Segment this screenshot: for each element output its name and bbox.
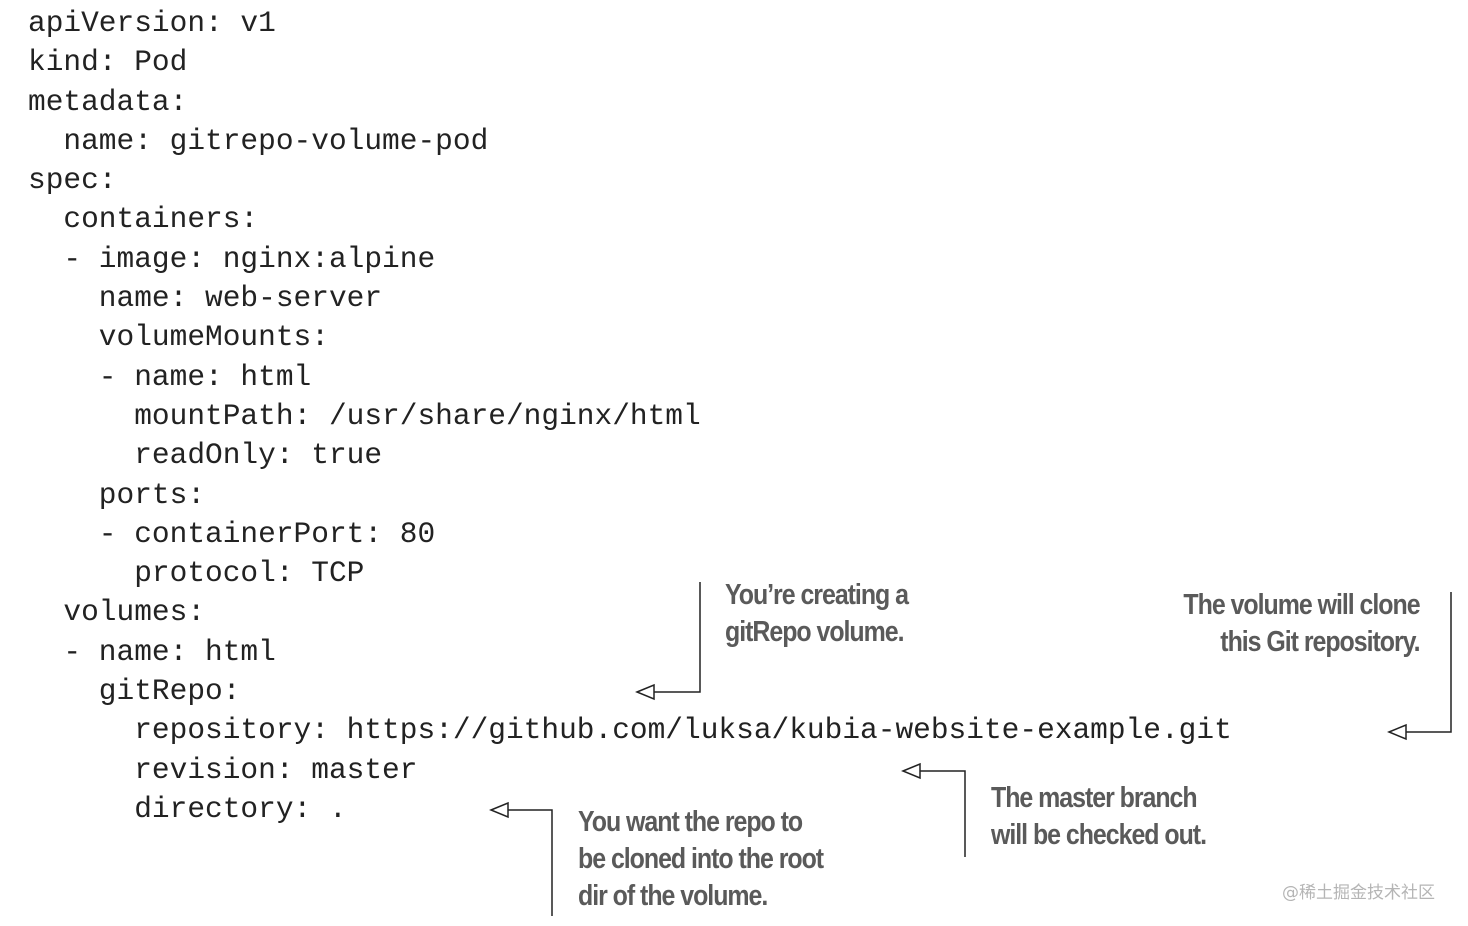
code-line: spec: (28, 163, 117, 198)
callout-line-revision (920, 770, 966, 857)
code-line: kind: Pod (28, 45, 188, 80)
annotation-line: will be checked out. (991, 819, 1207, 851)
code-line: - name: html (28, 634, 276, 669)
code-line: - name: html (28, 359, 312, 394)
annotation-directory: You want the repo to be cloned into the … (578, 804, 824, 915)
code-line: volumeMounts: (28, 320, 329, 355)
code-line: repository: https://github.com/luksa/kub… (28, 713, 1232, 748)
arrowhead-directory-icon (489, 801, 509, 819)
callout-line-repository (1406, 592, 1452, 733)
annotation-line: You want the repo to (578, 806, 803, 838)
code-line: protocol: TCP (28, 556, 365, 591)
code-line: containers: (28, 202, 259, 237)
code-line: - image: nginx:alpine (28, 241, 436, 276)
annotation-line: be cloned into the root (578, 843, 824, 875)
annotation-line: You’re creating a (725, 579, 909, 611)
annotation-gitrepo-volume: You’re creating a gitRepo volume. (725, 577, 909, 651)
code-line: gitRepo: (28, 674, 241, 709)
arrowhead-revision-icon (901, 762, 921, 780)
yaml-code-block: apiVersion: v1 kind: Pod metadata: name: g… (28, 4, 1232, 829)
code-line: - containerPort: 80 (28, 516, 436, 551)
code-line: name: gitrepo-volume-pod (28, 123, 489, 158)
code-line: apiVersion: v1 (28, 6, 276, 40)
code-line: readOnly: true (28, 438, 383, 473)
arrowhead-repository-icon (1387, 723, 1407, 741)
annotation-line: dir of the volume. (578, 880, 768, 912)
arrowhead-gitrepo-icon (635, 683, 655, 701)
annotation-line: this Git repository. (1220, 626, 1421, 658)
code-line: volumes: (28, 595, 206, 630)
callout-line-gitrepo (654, 582, 701, 693)
code-line: name: web-server (28, 281, 383, 316)
code-line: directory: . (28, 791, 347, 826)
callout-line-directory (508, 809, 553, 916)
annotation-repository: The volume will clone this Git repositor… (1183, 587, 1421, 661)
annotation-line: The master branch (991, 782, 1198, 814)
annotation-line: gitRepo volume. (725, 616, 905, 648)
annotation-line: The volume will clone (1183, 589, 1421, 621)
watermark: @稀土掘金技术社区 (1282, 883, 1435, 903)
code-line: revision: master (28, 752, 418, 787)
annotation-revision: The master branch will be checked out. (991, 780, 1207, 854)
code-line: ports: (28, 477, 206, 512)
code-line: metadata: (28, 84, 188, 119)
code-line: mountPath: /usr/share/nginx/html (28, 398, 701, 433)
